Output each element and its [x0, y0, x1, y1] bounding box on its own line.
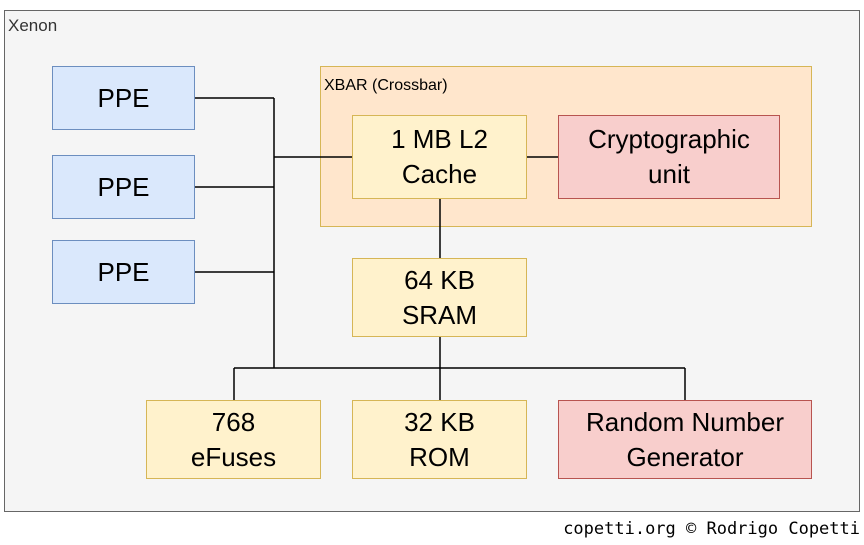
l2-cache-box: 1 MB L2 Cache	[352, 115, 527, 199]
xbar-label: XBAR (Crossbar)	[324, 77, 448, 94]
xenon-label: Xenon	[8, 16, 58, 35]
ppe-3-box: PPE	[52, 240, 195, 304]
credit-text: copetti.org © Rodrigo Copetti	[563, 519, 860, 539]
rng-box: Random Number Generator	[558, 400, 812, 479]
rom-box: 32 KB ROM	[352, 400, 527, 479]
ppe-1-box: PPE	[52, 66, 195, 130]
crypto-unit-box: Cryptographic unit	[558, 115, 780, 199]
ppe-2-box: PPE	[52, 155, 195, 219]
efuses-box: 768 eFuses	[146, 400, 321, 479]
sram-box: 64 KB SRAM	[352, 258, 527, 337]
